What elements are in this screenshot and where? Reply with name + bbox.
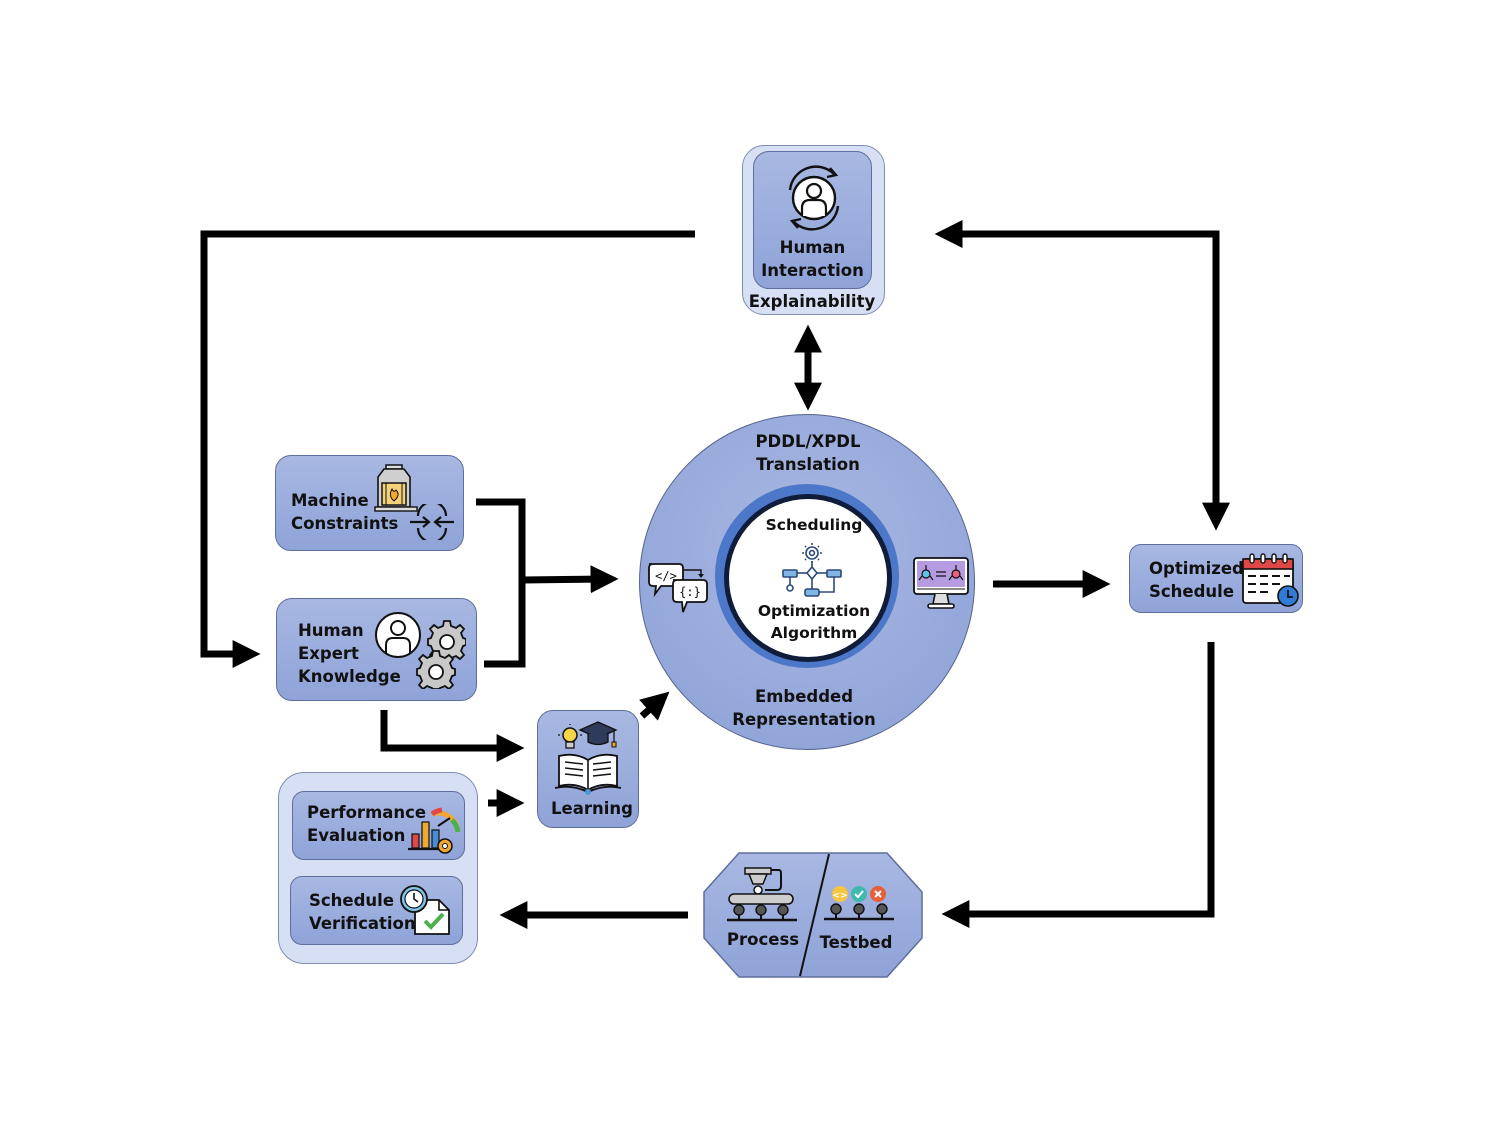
code-translation-icon: </> {:} xyxy=(648,563,708,613)
learning-label: Learning xyxy=(551,799,633,818)
machine-line2: Constraints xyxy=(291,514,399,533)
process-testbed-divider xyxy=(799,853,830,977)
explainability-label: Explainability xyxy=(748,292,876,311)
pddl-line1: PDDL/XPDL xyxy=(755,432,861,451)
embedded-line2: Representation xyxy=(732,710,876,729)
svg-text:</>: </> xyxy=(655,569,677,583)
expert-line2: Expert xyxy=(298,644,359,663)
embedded-representation-label: Embedded Representation xyxy=(704,685,904,731)
edge-learning-to-core xyxy=(639,691,670,721)
pddl-translation-label: PDDL/XPDL Translation xyxy=(708,430,908,476)
gears-icon xyxy=(416,620,466,689)
edge-schedule-to-testbed xyxy=(941,642,1215,928)
performance-line1: Performance xyxy=(307,803,427,822)
pddl-line2: Translation xyxy=(756,455,860,474)
optimization-line1: Optimization xyxy=(757,602,871,620)
optimized-line2: Schedule xyxy=(1149,582,1235,601)
clock-document-check-icon xyxy=(400,885,450,935)
edge-interaction-to-expert xyxy=(200,230,695,668)
optimization-algorithm-label: Optimization Algorithm xyxy=(714,600,914,644)
machine-line1: Machine xyxy=(291,491,369,510)
monitor-molecule-icon xyxy=(913,557,969,609)
expert-line3: Knowledge xyxy=(298,667,401,686)
human-interaction-label: Human Interaction xyxy=(753,236,872,282)
calendar-clock-icon xyxy=(1242,553,1299,607)
graduation-cap-icon xyxy=(578,721,618,748)
edge-machine-merge xyxy=(476,498,526,668)
verification-line1: Schedule xyxy=(309,891,395,910)
compress-arrows-icon xyxy=(410,504,454,540)
human-expert-label: Human Expert Knowledge xyxy=(298,619,401,688)
machine-constraints-node[interactable] xyxy=(275,455,464,551)
human-interaction-line2: Interaction xyxy=(761,261,864,280)
lightbulb-icon xyxy=(558,724,582,749)
user-icon xyxy=(375,612,421,658)
bar-chart-gauge-icon xyxy=(408,807,461,854)
furnace-icon xyxy=(374,464,418,512)
conveyor-status-icon: <> xyxy=(824,886,894,921)
svg-text:{:}: {:} xyxy=(679,585,701,599)
edge-expert-to-learning xyxy=(380,710,525,762)
human-interaction-line1: Human xyxy=(779,238,846,257)
edge-schedule-interaction xyxy=(934,220,1230,531)
conveyor-robot-icon xyxy=(727,867,797,922)
optimized-line1: Optimized xyxy=(1149,559,1244,578)
schedule-verification-label: Schedule Verification xyxy=(309,889,416,935)
user-cycle-icon xyxy=(788,165,840,231)
machine-constraints-label: Machine Constraints xyxy=(291,489,398,535)
svg-text:<>: <> xyxy=(832,891,847,901)
optimized-schedule-label: Optimized Schedule xyxy=(1149,557,1244,603)
core-inner-circle[interactable] xyxy=(729,499,887,657)
verification-line2: Verification xyxy=(309,914,416,933)
open-book-icon xyxy=(554,753,622,795)
edge-merge-to-core xyxy=(521,565,619,594)
embedded-line1: Embedded xyxy=(754,687,854,706)
scheduling-label: Scheduling xyxy=(765,516,863,534)
performance-evaluation-label: Performance Evaluation xyxy=(307,801,426,847)
expert-line1: Human xyxy=(298,621,364,640)
optimization-line2: Algorithm xyxy=(770,624,858,642)
flowchart-gear-icon xyxy=(782,543,842,597)
performance-line2: Evaluation xyxy=(307,826,406,845)
testbed-label: Testbed xyxy=(819,933,893,952)
process-label: Process xyxy=(726,930,800,949)
